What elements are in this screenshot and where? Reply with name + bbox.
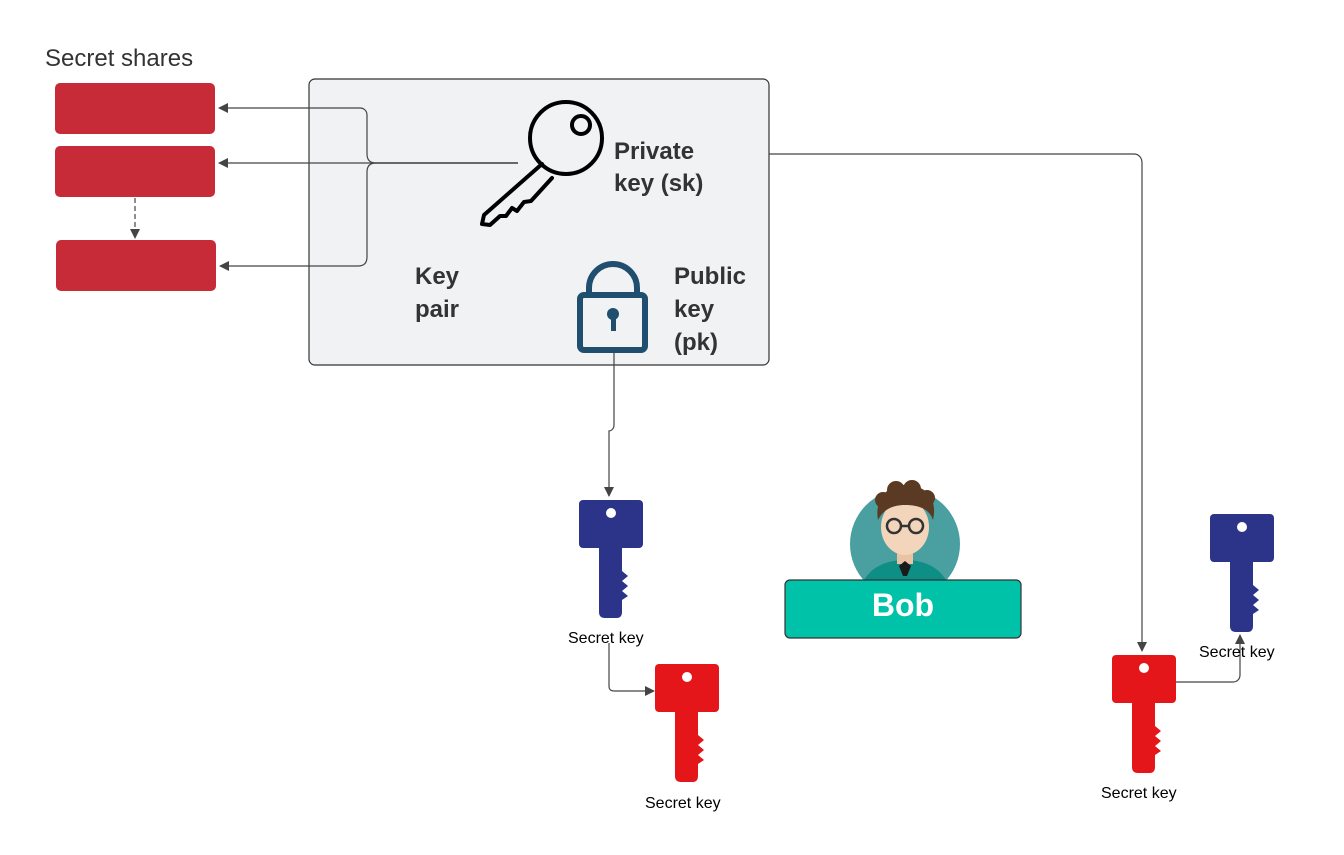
key-pair-box[interactable] <box>308 78 770 366</box>
secret-key-caption-4: Secret key <box>1101 785 1177 802</box>
bob-name-badge[interactable] <box>784 579 1022 639</box>
connector-red-to-blue-key <box>1176 634 1245 683</box>
connector-to-share-3 <box>219 162 518 271</box>
public-key-label-line1: Public <box>674 263 746 290</box>
secret-key-caption-3: Secret key <box>1199 644 1275 661</box>
red-key-icon <box>655 664 719 782</box>
secret-share-2[interactable] <box>55 146 215 197</box>
private-key-icon <box>480 100 604 227</box>
secret-shares-title: Secret shares <box>45 45 193 72</box>
blue-key-icon <box>579 500 643 618</box>
connector-to-right-red-key <box>769 153 1147 652</box>
secret-key-caption-1: Secret key <box>568 630 644 647</box>
connector-blue-to-red-key <box>608 643 655 696</box>
key-pair-label-line1: Key <box>415 263 460 290</box>
secret-share-3[interactable] <box>56 240 216 291</box>
private-key-label-line2: key (sk) <box>614 170 703 197</box>
padlock-icon <box>577 261 648 353</box>
red-key-icon-right <box>1112 655 1176 773</box>
public-key-label-line2: key <box>674 296 715 323</box>
connector-pk-to-secret-key <box>604 353 615 497</box>
secret-key-caption-2: Secret key <box>645 795 721 812</box>
private-key-label-line1: Private <box>614 138 694 165</box>
bob-name-label: Bob <box>872 587 934 623</box>
public-key-label-line3: (pk) <box>674 329 718 356</box>
blue-key-icon-right <box>1210 514 1274 632</box>
secret-share-1[interactable] <box>55 83 215 134</box>
person-avatar-icon <box>850 480 960 599</box>
key-pair-label-line2: pair <box>415 296 459 323</box>
